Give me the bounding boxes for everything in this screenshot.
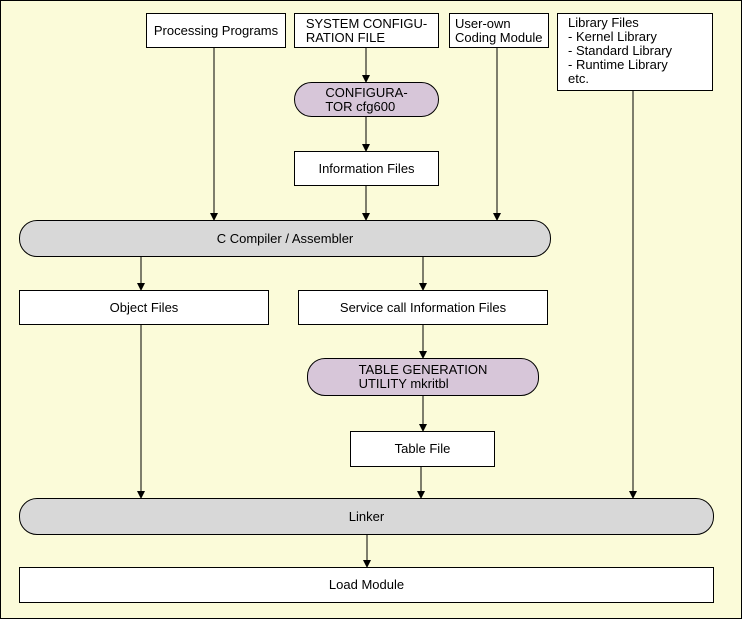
object-files-label: Object Files: [109, 299, 179, 315]
service-call-info-files-box: Service call Information Files: [298, 290, 548, 325]
configurator-pill: CONFIGURA- TOR cfg600: [294, 82, 439, 117]
system-config-file-label: SYSTEM CONFIGU- RATION FILE: [305, 15, 428, 45]
linker-label: Linker: [348, 508, 385, 524]
user-coding-module-box: User-own Coding Module: [449, 13, 549, 48]
table-generation-utility-label: TABLE GENERATION UTILITY mkritbl: [358, 362, 488, 391]
table-generation-utility-pill: TABLE GENERATION UTILITY mkritbl: [307, 358, 539, 396]
information-files-label: Information Files: [318, 160, 415, 176]
load-module-label: Load Module: [328, 577, 405, 592]
processing-programs-box: Processing Programs: [146, 13, 286, 48]
processing-programs-label: Processing Programs: [153, 22, 279, 38]
user-coding-module-label: User-own Coding Module: [455, 15, 543, 45]
linker-pill: Linker: [19, 498, 714, 535]
information-files-box: Information Files: [294, 151, 439, 186]
configurator-label: CONFIGURA- TOR cfg600: [325, 84, 408, 114]
system-config-file-box: SYSTEM CONFIGU- RATION FILE: [294, 13, 439, 48]
table-file-label: Table File: [394, 441, 451, 456]
library-files-label: Library Files - Kernel Library - Standar…: [568, 15, 673, 86]
library-files-box: Library Files - Kernel Library - Standar…: [557, 13, 713, 91]
load-module-box: Load Module: [19, 567, 714, 603]
table-file-box: Table File: [350, 431, 495, 467]
compiler-assembler-label: C Compiler / Assembler: [216, 230, 354, 246]
service-call-info-files-label: Service call Information Files: [339, 299, 507, 315]
object-files-box: Object Files: [19, 290, 269, 325]
compiler-assembler-pill: C Compiler / Assembler: [19, 220, 551, 257]
